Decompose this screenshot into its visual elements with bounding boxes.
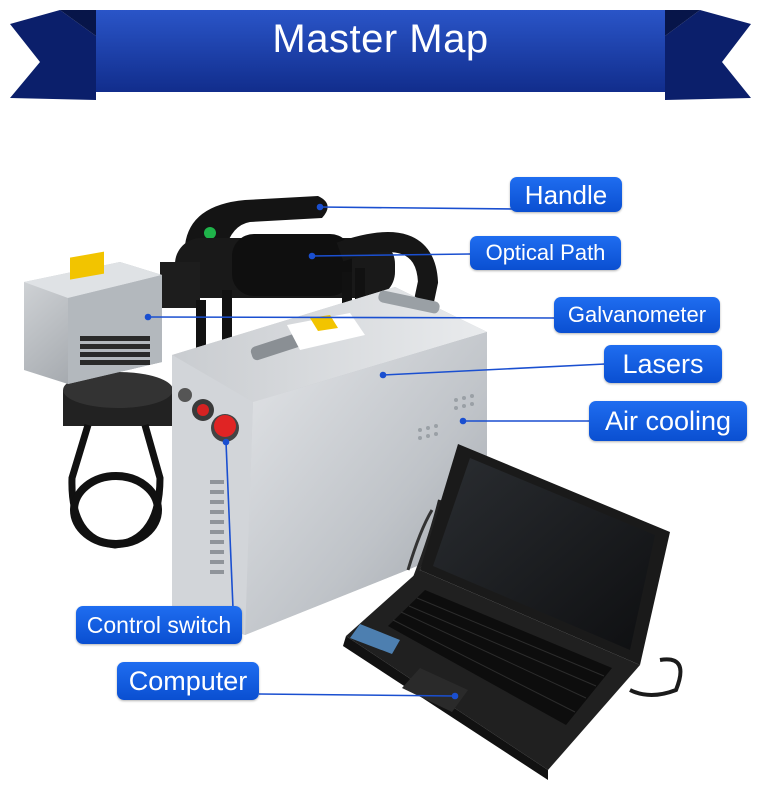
label-handle: Handle — [510, 177, 622, 212]
label-lasers: Lasers — [604, 345, 722, 383]
galvo-stand — [63, 372, 173, 549]
laptop-computer — [343, 444, 670, 780]
label-galvanometer: Galvanometer — [554, 297, 720, 333]
label-air-cooling: Air cooling — [589, 401, 747, 441]
label-control-switch: Control switch — [76, 606, 242, 644]
label-optical-path: Optical Path — [470, 236, 621, 270]
leader-lines — [144, 203, 606, 700]
page-title: Master Map — [272, 17, 489, 61]
handle-assembly — [160, 196, 439, 385]
label-computer: Computer — [117, 662, 259, 700]
title-banner — [10, 10, 751, 100]
galvanometer-head — [24, 251, 162, 384]
